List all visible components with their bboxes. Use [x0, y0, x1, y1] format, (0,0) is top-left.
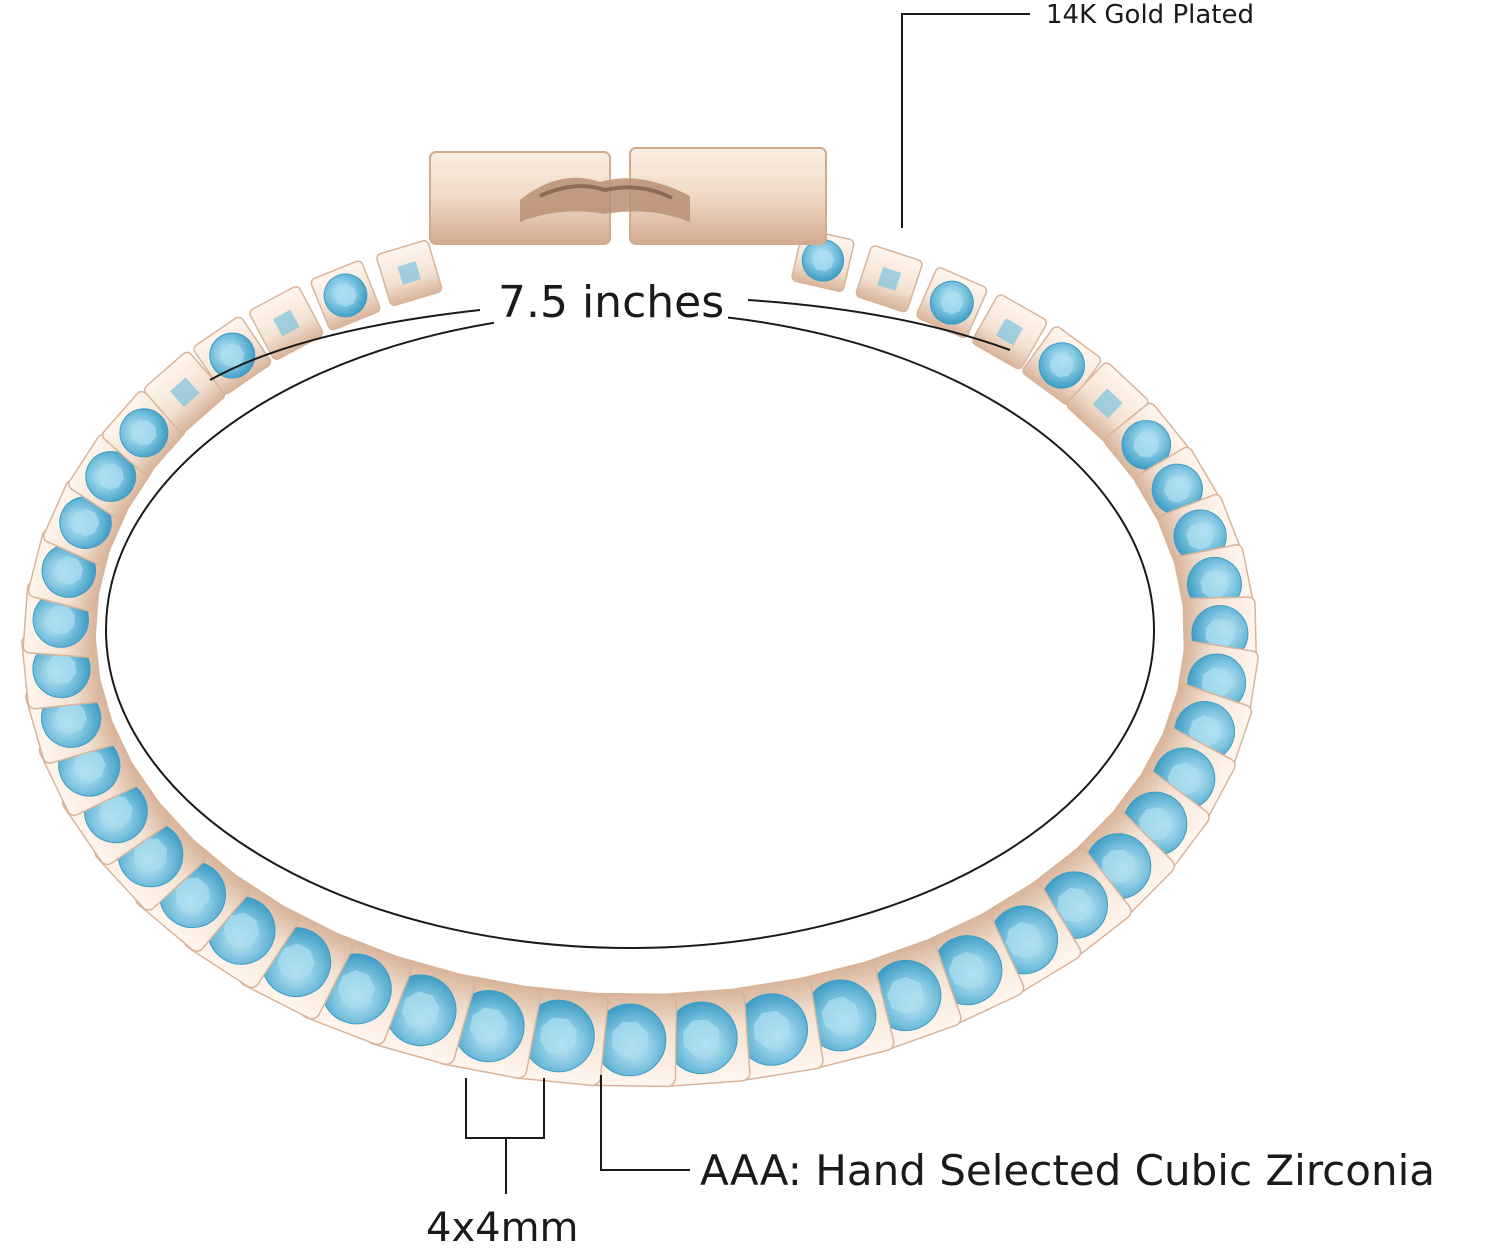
- bracelet-link: [144, 351, 226, 433]
- stone-facet: [1201, 667, 1232, 699]
- stone-facet: [54, 556, 84, 585]
- stone-facet: [1205, 619, 1234, 648]
- stone-facet: [1186, 522, 1215, 551]
- plating-label: 14K Gold Plated: [1046, 0, 1254, 30]
- stone-facet: [134, 838, 167, 871]
- bracelet-link: [193, 316, 272, 395]
- stone-facet: [753, 1010, 791, 1049]
- bracelet-link: [376, 240, 443, 307]
- bracelet-link: [791, 228, 855, 292]
- stone-facet: [1138, 807, 1172, 841]
- stone-size-bracket: [465, 1078, 545, 1139]
- stone-facet: [334, 283, 357, 307]
- link-opening: [397, 261, 421, 285]
- stone-facet: [401, 991, 440, 1030]
- stone-facet: [1200, 570, 1229, 599]
- link-opening: [1092, 388, 1123, 419]
- stone-facet: [811, 249, 834, 272]
- stone-facet: [1133, 432, 1159, 458]
- stone-facet: [1188, 715, 1221, 748]
- stone-facet: [1102, 849, 1135, 883]
- link-opening: [272, 309, 300, 337]
- bracelet-link: [855, 245, 923, 313]
- stone-facet: [175, 877, 210, 912]
- link-opening: [877, 266, 902, 291]
- stone-facet: [940, 291, 964, 315]
- stone-facet: [46, 605, 75, 634]
- stone-facet: [97, 463, 124, 490]
- stone-facet: [277, 943, 315, 981]
- stone-facet: [540, 1017, 577, 1055]
- length-label: 7.5 inches: [494, 281, 729, 325]
- stone-facet: [1167, 762, 1201, 796]
- stone-facet: [1057, 887, 1092, 923]
- stone-facet: [886, 976, 925, 1015]
- clasp: [429, 147, 827, 245]
- stone-facet: [1005, 921, 1042, 958]
- stone-facet: [821, 996, 860, 1035]
- link-opening: [996, 318, 1024, 346]
- stone-facet: [1049, 353, 1074, 378]
- stone-facet: [469, 1007, 508, 1045]
- bracelet-link: [249, 286, 324, 360]
- bracelet-link: [916, 267, 988, 339]
- stone-facet: [948, 951, 986, 989]
- stone-facet: [99, 794, 133, 828]
- stone-facet: [55, 701, 87, 734]
- stone-facet: [72, 749, 106, 782]
- stone-facet: [220, 343, 245, 368]
- bracelet-link: [786, 961, 895, 1070]
- stone-facet: [46, 654, 77, 684]
- stone-size-label: 4x4mm: [426, 1205, 579, 1251]
- stone-callout-line: [600, 1075, 690, 1171]
- link-opening: [170, 377, 200, 407]
- inner-outline: [105, 311, 1155, 949]
- plating-callout-line: [901, 13, 1030, 228]
- stone-facet: [223, 912, 260, 949]
- bracelet-link: [310, 260, 381, 331]
- stone-facet: [1163, 475, 1191, 503]
- length-arc-right: [747, 299, 1011, 351]
- stone-facet: [612, 1022, 648, 1058]
- stone-label: AAA: Hand Selected Cubic Zirconia: [700, 1146, 1435, 1195]
- length-arc-left: [209, 309, 481, 381]
- stone-facet: [337, 970, 376, 1008]
- bracelet-link: [972, 294, 1048, 370]
- stone-facet: [683, 1019, 720, 1057]
- stone-facet: [71, 508, 100, 537]
- bracelet-links: [21, 228, 1259, 1088]
- stone-facet: [131, 420, 157, 446]
- bracelet-link: [1022, 326, 1102, 405]
